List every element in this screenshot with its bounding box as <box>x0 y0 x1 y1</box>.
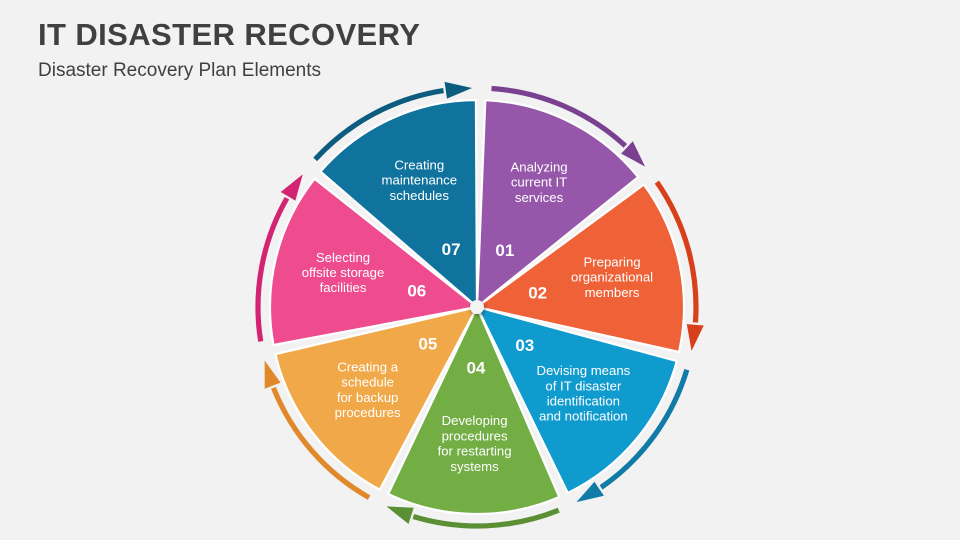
page-title: IT DISASTER RECOVERY <box>38 17 421 52</box>
page-subtitle: Disaster Recovery Plan Elements <box>38 60 321 82</box>
arrow-arc-07 <box>313 88 444 162</box>
arrow-head-02 <box>686 324 704 351</box>
arrow-arc-03 <box>599 369 690 490</box>
arrow-head-01 <box>621 141 646 167</box>
arrow-arc-04 <box>412 507 560 529</box>
pie-slice-05[interactable] <box>274 305 479 491</box>
arrow-head-05 <box>264 360 281 389</box>
pie-slice-01[interactable] <box>475 99 640 309</box>
arrow-head-03 <box>576 481 604 503</box>
pie-slice-04[interactable] <box>387 305 561 516</box>
pie-wedges <box>268 98 686 516</box>
pie-center-hub <box>470 300 484 314</box>
arrow-arc-02 <box>654 180 699 323</box>
arrow-arc-06 <box>255 196 290 342</box>
pie-slice-06[interactable] <box>268 177 479 347</box>
arrow-head-07 <box>444 81 473 99</box>
arrow-head-04 <box>386 506 414 524</box>
arrow-arc-05 <box>271 386 371 500</box>
arrow-head-06 <box>280 174 303 201</box>
pie-slice-07[interactable] <box>319 98 479 309</box>
pie-arrows <box>255 81 704 529</box>
pie-slice-02[interactable] <box>475 183 686 354</box>
title-block: IT DISASTER RECOVERY Disaster Recovery P… <box>38 17 638 83</box>
pie-slice-03[interactable] <box>475 305 678 495</box>
arrow-arc-01 <box>491 85 628 148</box>
